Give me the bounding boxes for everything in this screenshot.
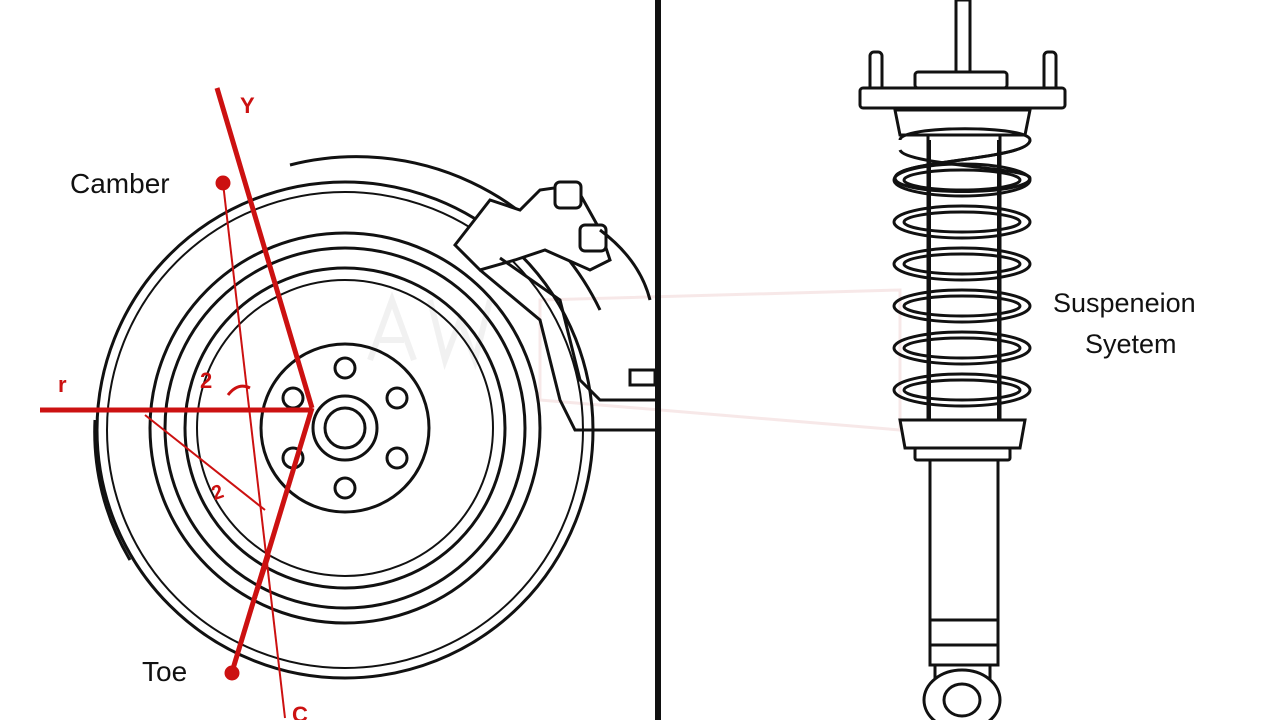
angle-b-label: 2 <box>209 481 227 505</box>
wheel-assembly <box>93 155 602 680</box>
alignment-geometry <box>40 87 315 719</box>
toe-dot <box>224 665 240 681</box>
watermark <box>367 288 902 432</box>
brake-caliper <box>453 180 657 432</box>
suspension-label-line1: Suspeneion <box>1053 288 1196 318</box>
camber-label: Camber <box>70 168 170 199</box>
angle-a-label: 2 <box>200 368 212 393</box>
y-axis-label: Y <box>240 93 255 118</box>
suspension-label-line2: Syetem <box>1085 329 1177 359</box>
r-axis-label: r <box>58 372 67 397</box>
camber-line <box>222 182 286 719</box>
camber-dot <box>215 175 231 191</box>
coil-spring <box>892 127 1032 420</box>
angle-arc <box>226 384 251 396</box>
shock-body <box>898 418 1027 720</box>
diagonal-line <box>144 414 266 511</box>
c-axis-label: C <box>292 702 308 720</box>
toe-label: Toe <box>142 656 187 687</box>
panel-divider <box>655 0 661 720</box>
y-axis-line <box>214 87 315 409</box>
